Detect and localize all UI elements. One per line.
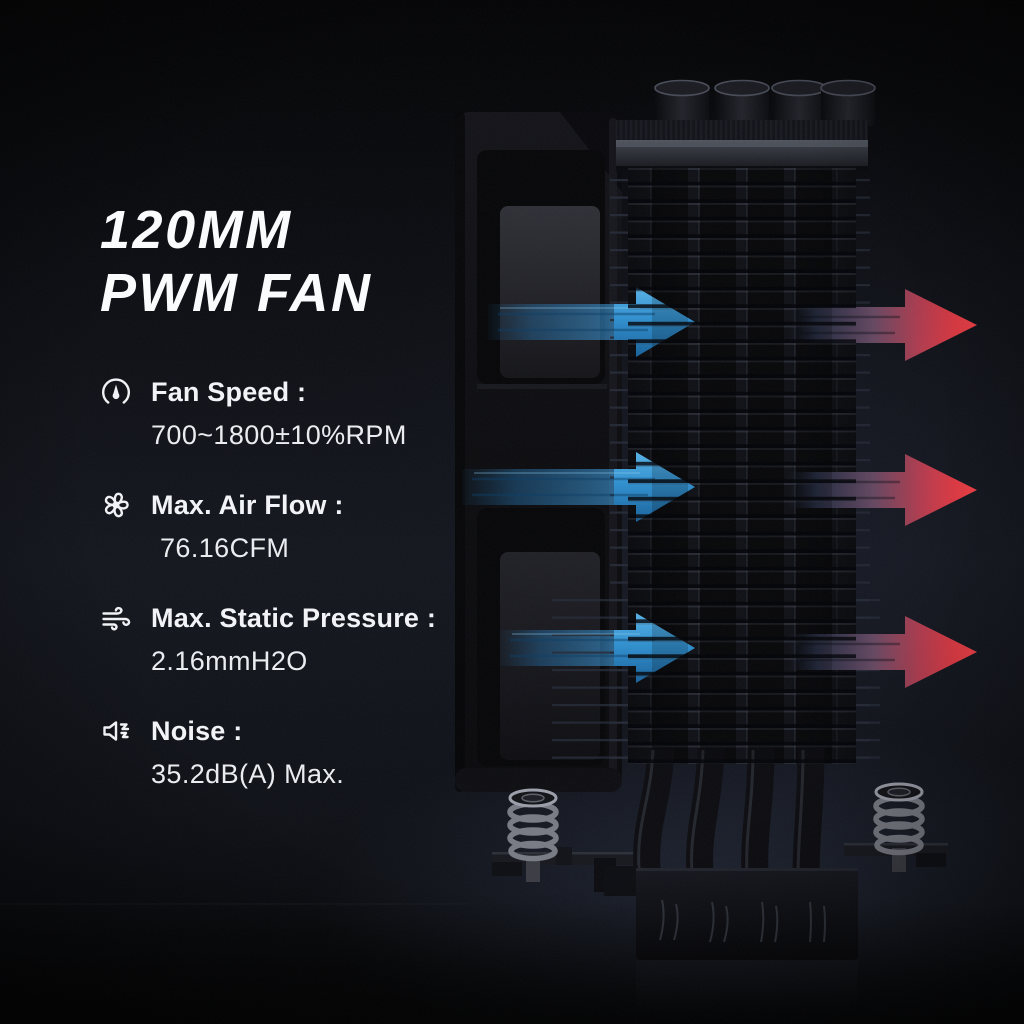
gauge-icon xyxy=(96,372,136,412)
spec-label: Max. Air Flow : xyxy=(151,490,344,520)
spec-static-pressure: Max. Static Pressure : 2.16mmH2O xyxy=(96,597,436,683)
spec-air-flow: Max. Air Flow : 76.16CFM xyxy=(96,484,436,570)
title-line-2: PWM FAN xyxy=(100,263,373,324)
copy-column: 120MM PWM FAN Fan Speed : 700~1800±10%RP… xyxy=(0,0,460,1024)
spec-label: Fan Speed : xyxy=(151,377,307,407)
spec-value: 35.2dB(A) Max. xyxy=(151,759,345,789)
spec-noise: Noise : 35.2dB(A) Max. xyxy=(96,710,436,796)
spec-fan-speed: Fan Speed : 700~1800±10%RPM xyxy=(96,371,436,457)
spec-list: Fan Speed : 700~1800±10%RPM xyxy=(96,371,436,796)
fan-blades-icon xyxy=(96,485,136,525)
spec-value: 700~1800±10%RPM xyxy=(151,420,407,450)
page-title: 120MM PWM FAN xyxy=(100,199,372,325)
title-line-1: 120MM xyxy=(100,200,293,261)
wind-icon xyxy=(96,598,136,638)
spec-label: Noise : xyxy=(151,716,243,746)
spec-label: Max. Static Pressure : xyxy=(151,603,437,633)
speaker-noise-icon xyxy=(96,711,136,751)
spec-value: 2.16mmH2O xyxy=(151,646,308,676)
spec-value: 76.16CFM xyxy=(160,533,290,563)
